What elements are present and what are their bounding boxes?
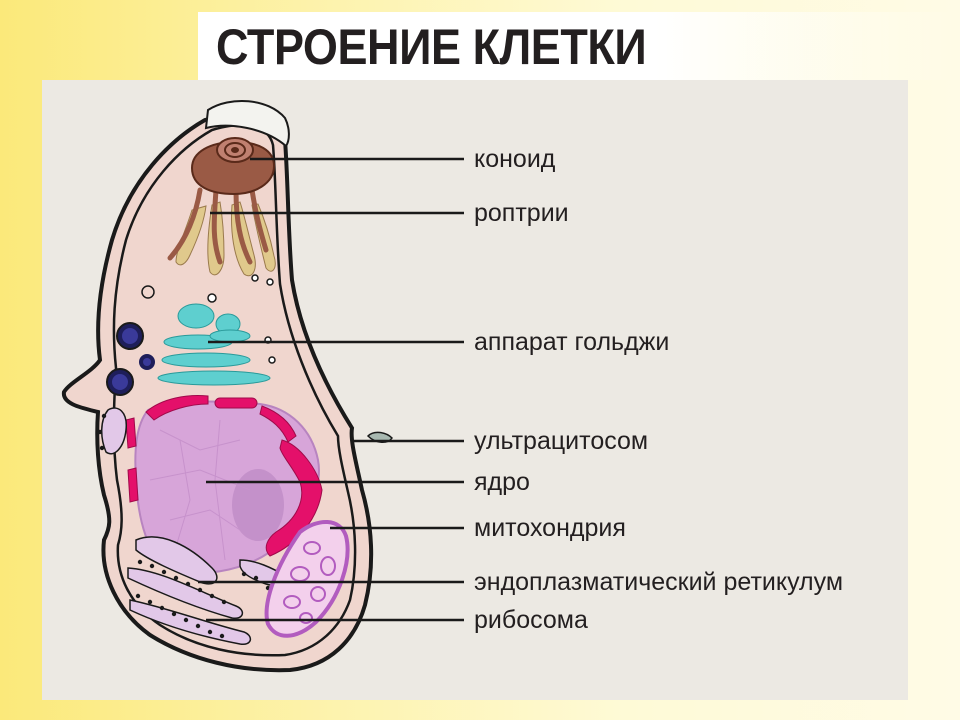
ribosomes [97, 413, 271, 639]
nucleus [134, 400, 320, 574]
label-rhoptries: роптрии [474, 199, 569, 227]
golgi-apparatus [157, 303, 271, 386]
endoplasmic-reticulum [101, 407, 288, 645]
label-conoid: коноид [474, 145, 556, 173]
leader-lines [198, 157, 464, 622]
page-title: СТРОЕНИЕ КЛЕТКИ [216, 19, 647, 75]
label-nucleus: ядро [474, 468, 530, 496]
title-background [198, 12, 960, 80]
rhoptries [167, 187, 276, 277]
label-ultracytostome: ультрацитосом [474, 427, 649, 455]
label-mitochondria: митохондрия [474, 514, 626, 542]
label-er: эндоплазматический ретикулум [474, 568, 844, 596]
dense-granules [106, 322, 155, 396]
nuclear-envelope [125, 395, 323, 557]
apical-cap [204, 100, 290, 148]
conoid [190, 137, 276, 196]
label-golgi: аппарат гольджи [474, 328, 670, 356]
cell-inner-membrane [112, 123, 357, 657]
label-ribosome: рибосома [474, 606, 588, 634]
